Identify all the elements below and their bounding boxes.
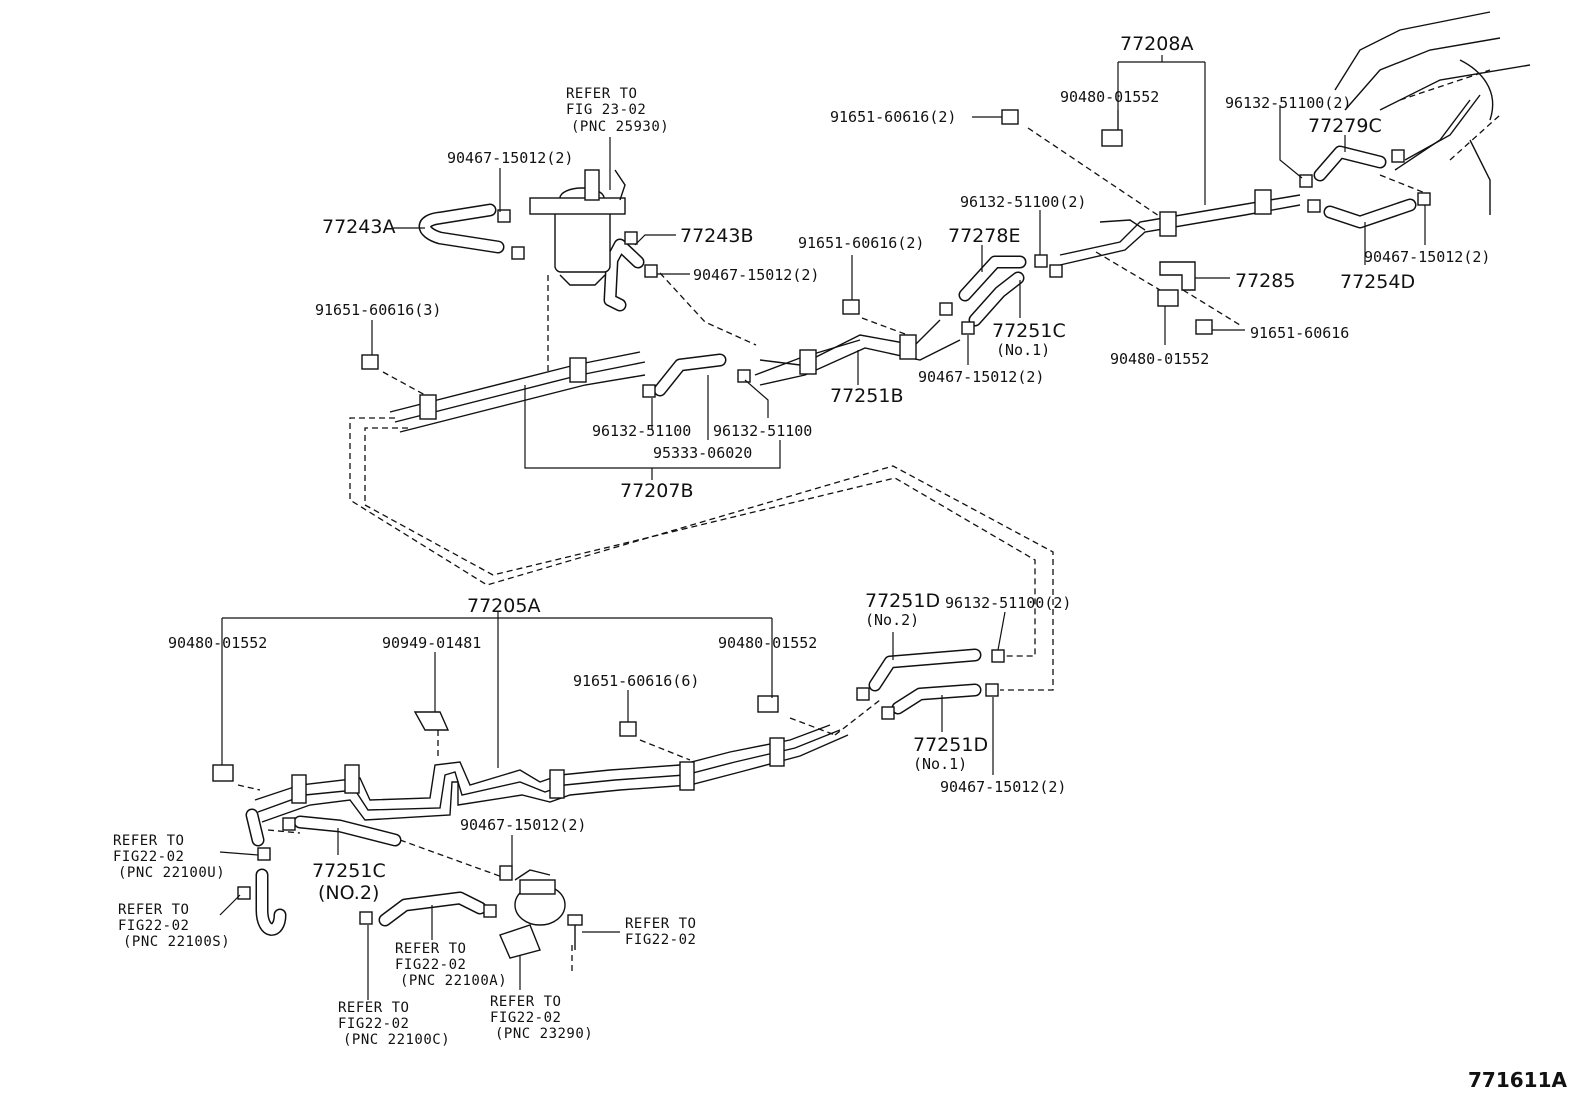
label-77243A: 77243A — [322, 216, 395, 238]
label-77205A: 77205A — [467, 595, 540, 617]
label-77279C: 77279C — [1308, 115, 1382, 137]
refer-notes: REFER TO FIG 23-02 (PNC 25930) REFER TO … — [113, 86, 696, 1048]
refer-note-fig23-line3: (PNC 25930) — [571, 119, 669, 135]
label-91651-60616-2-top: 91651-60616(2) — [830, 108, 956, 126]
label-77251D-no1: 77251D — [913, 734, 988, 756]
refer-note-23290-line2: FIG22-02 — [490, 1010, 561, 1026]
clamps-bolts-brackets — [212, 109, 1431, 925]
label-96132-51100-2-low: 96132-51100(2) — [945, 594, 1071, 612]
label-96132-51100-2-mid: 96132-51100(2) — [960, 193, 1086, 211]
fuel-pump-assembly — [499, 869, 583, 959]
label-77251C-no1: 77251C — [992, 320, 1066, 342]
label-90467-15012-2-b: 90467-15012(2) — [693, 266, 819, 284]
label-77251C-no2: 77251C — [312, 860, 386, 882]
refer-note-22100a-line1: REFER TO — [395, 941, 466, 957]
label-77251B: 77251B — [830, 385, 903, 407]
label-96132-51100-a: 96132-51100 — [592, 422, 691, 440]
label-91651-60616-3: 91651-60616(3) — [315, 301, 441, 319]
refer-note-23290-line1: REFER TO — [490, 994, 561, 1010]
label-90467-15012-2-low: 90467-15012(2) — [940, 778, 1066, 796]
label-77251D-no2-suffix: (No.2) — [865, 611, 919, 629]
label-90480-01552-right: 90480-01552 — [718, 634, 817, 652]
label-77208A: 77208A — [1120, 33, 1193, 55]
label-77251C-no2-suffix: (NO.2) — [318, 882, 379, 904]
label-90480-01552-mid: 90480-01552 — [1110, 350, 1209, 368]
label-77243B: 77243B — [680, 225, 753, 247]
label-90949-01481: 90949-01481 — [382, 634, 481, 652]
label-91651-60616-2-mid: 91651-60616(2) — [798, 234, 924, 252]
fuel-filter-assembly — [529, 169, 626, 286]
refer-note-22100u-line2: FIG22-02 — [113, 849, 184, 865]
fuel-tank-outline — [1334, 11, 1501, 215]
label-90467-15012-2-right: 90467-15012(2) — [1364, 248, 1490, 266]
leader-lines — [219, 55, 1426, 1000]
refer-note-fig23-line2: FIG 23-02 — [566, 102, 646, 118]
lower-fuel-pipe-assembly — [254, 724, 849, 823]
refer-note-fig22-line1: REFER TO — [625, 916, 696, 932]
refer-note-22100c-line3: (PNC 22100C) — [343, 1032, 450, 1048]
label-90480-01552-top: 90480-01552 — [1060, 88, 1159, 106]
refer-note-22100c-line1: REFER TO — [338, 1000, 409, 1016]
refer-note-fig23-line1: REFER TO — [566, 86, 637, 102]
refer-note-22100c-line2: FIG22-02 — [338, 1016, 409, 1032]
refer-note-22100u-line1: REFER TO — [113, 833, 184, 849]
label-77251D-no1-suffix: (No.1) — [913, 755, 967, 773]
label-90467-15012-2-bottom: 90467-15012(2) — [460, 816, 586, 834]
hoses — [245, 145, 1417, 936]
label-77285: 77285 — [1235, 270, 1295, 292]
refer-note-22100s-line3: (PNC 22100S) — [123, 934, 230, 950]
refer-note-22100s-line2: FIG22-02 — [118, 918, 189, 934]
label-77207B: 77207B — [620, 480, 693, 502]
refer-note-22100a-line3: (PNC 22100A) — [400, 973, 507, 989]
label-91651-60616-right: 91651-60616 — [1250, 324, 1349, 342]
label-95333-06020: 95333-06020 — [653, 444, 752, 462]
refer-note-fig22-line2: FIG22-02 — [625, 932, 696, 948]
refer-note-22100a-line2: FIG22-02 — [395, 957, 466, 973]
refer-note-22100u-line3: (PNC 22100U) — [118, 865, 225, 881]
refer-note-22100s-line1: REFER TO — [118, 902, 189, 918]
label-91651-60616-6: 91651-60616(6) — [573, 672, 699, 690]
label-90480-01552-left: 90480-01552 — [168, 634, 267, 652]
label-77254D: 77254D — [1340, 271, 1415, 293]
refer-note-23290-line3: (PNC 23290) — [495, 1026, 593, 1042]
label-96132-51100-2-top-right: 96132-51100(2) — [1225, 94, 1351, 112]
label-90467-15012-2-mid: 90467-15012(2) — [918, 368, 1044, 386]
part-labels: 77208A 90480-01552 91651-60616(2) 96132-… — [168, 33, 1490, 904]
dashed-connector-lines — [237, 127, 1431, 975]
figure-id: 771611A — [1468, 1068, 1567, 1092]
label-96132-51100-b: 96132-51100 — [713, 422, 812, 440]
label-77251D-no2: 77251D — [865, 590, 940, 612]
label-77278E: 77278E — [948, 225, 1020, 247]
label-90467-15012-2-top: 90467-15012(2) — [447, 149, 573, 167]
label-77251C-no1-suffix: (No.1) — [996, 341, 1050, 359]
